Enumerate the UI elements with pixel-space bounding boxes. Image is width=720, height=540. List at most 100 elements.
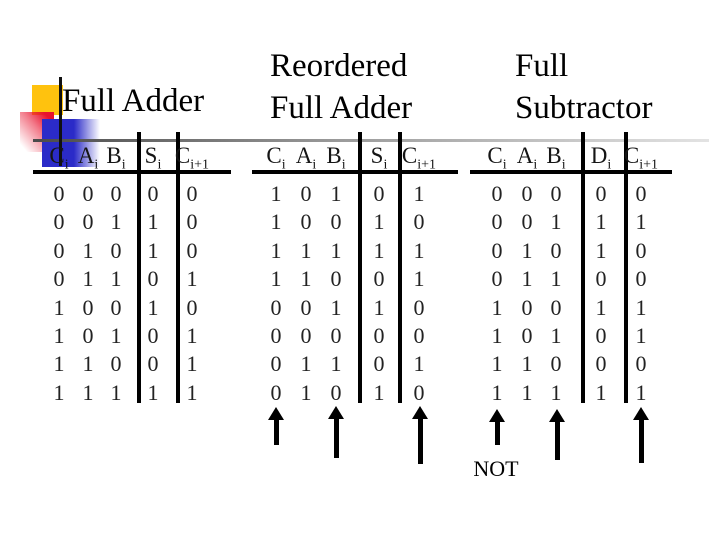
table-cell: 0 (373, 323, 385, 348)
table-cell: 0 (521, 209, 533, 235)
table-cell: 1 (53, 379, 65, 405)
table-cell: 1 (413, 181, 425, 206)
table-cell: 1 (82, 351, 94, 377)
table-cell: 1 (270, 209, 282, 235)
arrow-head-icon (268, 407, 284, 420)
header-underline (33, 170, 231, 174)
table-cell: 0 (110, 181, 122, 206)
column-separator (398, 132, 402, 403)
table-cell: 1 (413, 351, 425, 377)
table-cell: 1 (53, 351, 65, 377)
table-cell: 0 (413, 294, 425, 320)
table-cell: 1 (521, 266, 533, 292)
col-header: Bi (326, 143, 346, 173)
title-full-subtractor: Full Subtractor (515, 45, 652, 129)
table-cell: 0 (635, 266, 647, 292)
table-cell: 0 (491, 237, 503, 263)
table-cell: 1 (550, 323, 562, 348)
table-cell: 0 (110, 294, 122, 320)
table-cell: 0 (373, 181, 385, 206)
table-cell: 1 (595, 209, 607, 235)
col-header: Ai (77, 143, 99, 173)
arrow-stem (273, 419, 279, 445)
table-cell: 0 (330, 266, 342, 292)
table-cell: 1 (635, 323, 647, 348)
table-cell: 0 (491, 209, 503, 235)
arrow-stem (417, 418, 423, 464)
table-cell: 1 (491, 379, 503, 405)
table-cell: 1 (270, 237, 282, 263)
table-cell: 0 (635, 237, 647, 263)
table-cell: 1 (373, 379, 385, 405)
title-line: Full Adder (270, 90, 413, 126)
table-cell: 0 (635, 351, 647, 377)
up-arrow-reordered-full-adder-Ci (268, 407, 284, 445)
table-cell: 0 (595, 266, 607, 292)
title-line: Subtractor (515, 90, 653, 126)
table-cell: 0 (53, 209, 65, 235)
table-cell: 0 (550, 181, 562, 206)
table-cell: 1 (300, 266, 312, 292)
table-cell: 1 (110, 209, 122, 235)
table-cell: 0 (330, 209, 342, 235)
decor-horizontal-line (33, 139, 709, 142)
table-cell: 1 (147, 294, 159, 320)
table-cell: 0 (595, 351, 607, 377)
table-cell: 0 (635, 181, 647, 206)
table-cell: 1 (491, 294, 503, 320)
table-cell: 0 (186, 209, 198, 235)
table-cell: 1 (110, 379, 122, 405)
table-cell: 1 (300, 351, 312, 377)
table-cell: 0 (186, 237, 198, 263)
table-cell: 0 (373, 351, 385, 377)
arrow-stem (638, 419, 644, 463)
table-cell: 1 (147, 379, 159, 405)
decor-vertical-line (59, 77, 62, 166)
table-cell: 0 (82, 294, 94, 320)
table-cell: 1 (595, 379, 607, 405)
arrow-head-icon (412, 406, 428, 419)
table-cell: 1 (595, 294, 607, 320)
title-line: Full Adder (62, 83, 205, 119)
arrow-stem (554, 421, 560, 460)
arrow-head-icon (489, 409, 505, 422)
column-separator (624, 132, 628, 403)
col-header: Ci+1 (623, 143, 659, 173)
table-cell: 0 (521, 323, 533, 348)
table-cell: 0 (270, 351, 282, 377)
column-separator (176, 132, 180, 403)
col-header: Ci+1 (401, 143, 437, 173)
table-cell: 0 (413, 323, 425, 348)
table-cell: 1 (330, 351, 342, 377)
arrow-stem (494, 421, 500, 445)
up-arrow-full-subtractor-Ci (489, 409, 505, 445)
table-cell: 1 (550, 209, 562, 235)
col-header: Ci (266, 143, 286, 173)
header-underline (252, 170, 458, 174)
col-header: Ci (487, 143, 507, 173)
table-cell: 0 (270, 379, 282, 405)
table-cell: 0 (550, 237, 562, 263)
table-cell: 0 (186, 294, 198, 320)
table-cell: 1 (330, 237, 342, 263)
arrow-head-icon (328, 406, 344, 419)
table-cell: 1 (300, 379, 312, 405)
table-cell: 0 (491, 266, 503, 292)
table-cell: 0 (147, 181, 159, 206)
table-cell: 1 (521, 379, 533, 405)
table-cell: 1 (147, 209, 159, 235)
table-cell: 1 (110, 266, 122, 292)
table-cell: 0 (300, 181, 312, 206)
table-cell: 0 (53, 266, 65, 292)
table-cell: 1 (595, 237, 607, 263)
table-cell: 0 (595, 323, 607, 348)
arrow-stem (333, 418, 339, 458)
table-cell: 1 (491, 323, 503, 348)
table-cell: 1 (53, 294, 65, 320)
table-cell: 1 (110, 323, 122, 348)
table-cell: 1 (491, 351, 503, 377)
up-arrow-full-subtractor-Bi (549, 409, 565, 460)
table-cell: 0 (110, 237, 122, 263)
not-label: NOT (473, 456, 519, 481)
table-cell: 0 (270, 294, 282, 320)
